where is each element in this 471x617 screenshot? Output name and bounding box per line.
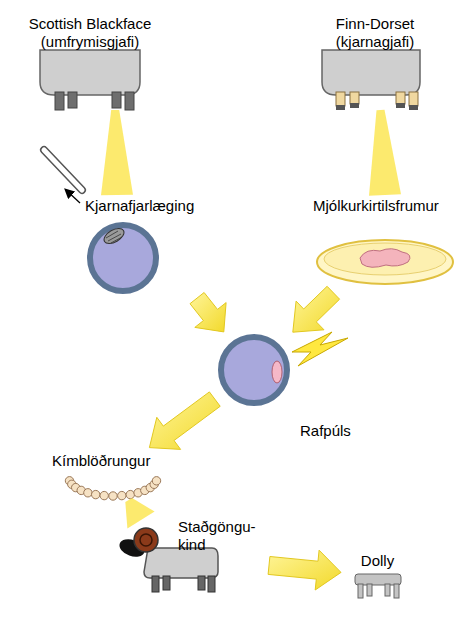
block-arrow bbox=[293, 286, 340, 332]
node-label: Scottish Blackface (umfrymisgjafi) bbox=[20, 15, 160, 51]
node-label: Staðgöngu- kind bbox=[178, 518, 263, 554]
block-arrow bbox=[268, 550, 341, 590]
bead bbox=[118, 491, 126, 499]
bead bbox=[109, 492, 117, 500]
bead bbox=[152, 477, 160, 485]
egg-cell bbox=[90, 225, 156, 291]
light-cone bbox=[125, 498, 154, 529]
diagram-node: Mjólkurkirtilsfrumur bbox=[305, 195, 465, 290]
diagram-node: Staðgöngu- kind bbox=[110, 520, 265, 595]
bead bbox=[126, 490, 134, 498]
bead bbox=[100, 491, 108, 499]
bead bbox=[92, 490, 100, 498]
light-cone bbox=[101, 110, 133, 195]
donor-sheep bbox=[40, 50, 140, 110]
fused-cell bbox=[221, 337, 287, 403]
culture-dish bbox=[317, 240, 453, 284]
diagram-node: Dolly bbox=[345, 550, 410, 602]
nucleus-donor-sheep bbox=[322, 50, 420, 110]
node-label: Mjólkurkirtilsfrumur bbox=[313, 197, 463, 215]
node-label: Kjarnafjarlæging bbox=[85, 197, 235, 215]
node-label: Rafpúls bbox=[300, 422, 370, 440]
diagram-node: Finn-Dorset (kjarnagjafi) bbox=[320, 15, 430, 110]
diagram-node: Kímblöðrungur bbox=[45, 450, 180, 500]
blastocyst bbox=[65, 477, 160, 501]
dolly-sheep bbox=[355, 574, 401, 598]
node-label: Dolly bbox=[345, 552, 410, 570]
bead bbox=[84, 489, 92, 497]
block-arrow bbox=[190, 293, 226, 332]
diagram-node: Rafpúls bbox=[218, 335, 290, 405]
node-label: Kímblöðrungur bbox=[52, 452, 177, 470]
diagram-node: Scottish Blackface (umfrymisgjafi) bbox=[20, 15, 160, 110]
light-cone bbox=[369, 110, 401, 196]
pipette bbox=[44, 150, 82, 203]
diagram-node: Kjarnafjarlæging bbox=[60, 195, 250, 295]
block-arrow bbox=[149, 392, 220, 450]
node-label: Finn-Dorset (kjarnagjafi) bbox=[320, 15, 430, 51]
electric-pulse bbox=[292, 332, 348, 366]
